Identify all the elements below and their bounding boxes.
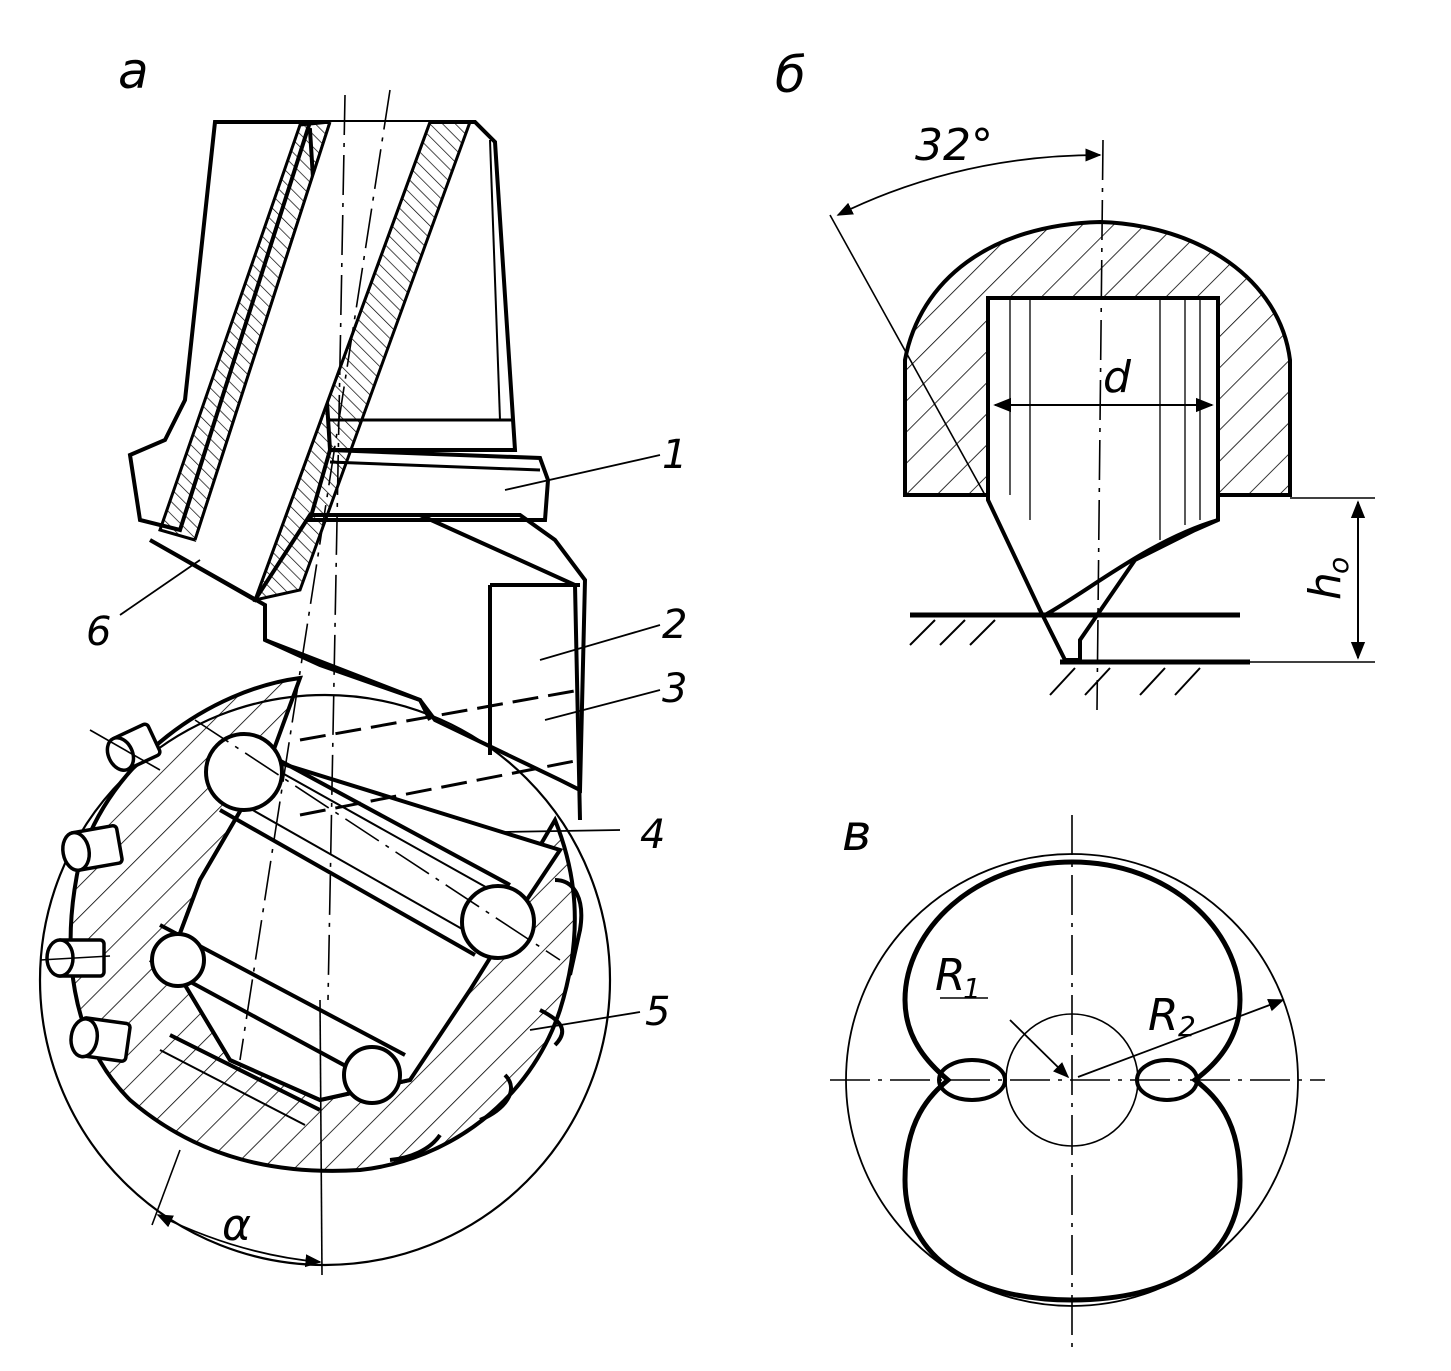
callout-3: 3 <box>662 666 687 712</box>
r1-label-subscript: 1 <box>963 972 981 1005</box>
callout-2: 2 <box>662 602 687 648</box>
alpha-arc <box>156 1214 322 1268</box>
angle-32-label: 32° <box>915 120 993 171</box>
angle-32-arc <box>836 148 1102 216</box>
panel-a: а <box>38 42 687 1276</box>
r2-label-subscript: 2 <box>1178 1010 1196 1043</box>
r1-label: R <box>935 950 966 1001</box>
panel-b: б 32° d <box>775 46 1375 711</box>
panel-c: в R 1 R 2 <box>830 804 1325 1355</box>
callout-6: 6 <box>86 609 111 655</box>
panel-b-label: б <box>775 46 806 104</box>
carbide-inserts <box>39 722 162 1063</box>
cone-outer-circle <box>38 693 612 1267</box>
panel-a-label: а <box>118 42 149 100</box>
r2-label: R <box>1148 990 1179 1041</box>
callout-1: 1 <box>662 432 687 478</box>
panel-c-label: в <box>842 804 871 862</box>
callout-5: 5 <box>645 989 670 1035</box>
r1-leader <box>1009 1019 1070 1079</box>
height-label: h <box>1300 572 1351 600</box>
callout-4: 4 <box>640 812 665 858</box>
alpha-label: α <box>222 1200 251 1251</box>
bearing-rows <box>149 732 536 1126</box>
callout-leaders <box>119 454 661 1031</box>
channel-bore <box>195 122 430 600</box>
height-label-subscript: o <box>1322 557 1355 574</box>
r2-leader <box>1077 999 1285 1078</box>
diameter-label: d <box>1103 352 1132 403</box>
